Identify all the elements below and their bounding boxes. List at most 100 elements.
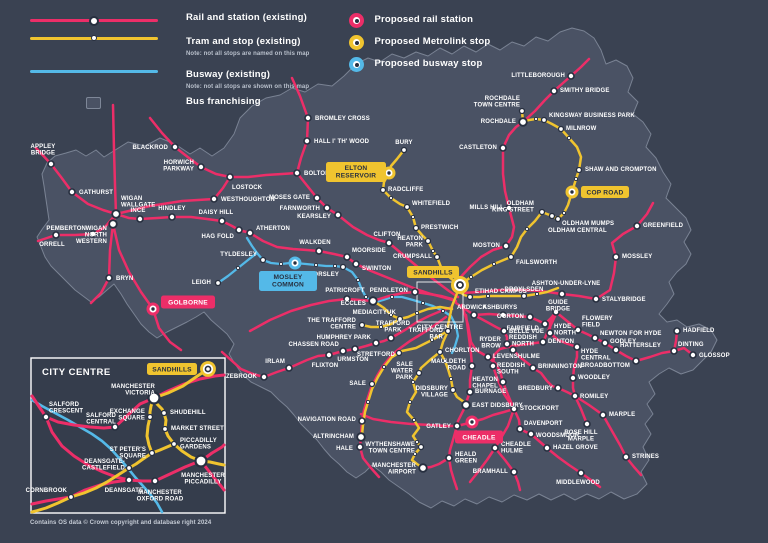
- station-label-eccles: ECCLES: [341, 301, 366, 307]
- line-wigan-bolton: [114, 171, 299, 216]
- station-label-hadfield: HADFIELD: [683, 328, 715, 334]
- station-label-rochdale: ROCHDALE: [481, 119, 516, 125]
- station-label-bramhall: BRAMHALL: [473, 469, 508, 475]
- station-label-prestwich: PRESTWICH: [421, 225, 458, 231]
- copyright-text: Contains OS data © Crown copyright and d…: [30, 519, 212, 526]
- station-stop: [389, 294, 395, 300]
- station-hyde-north: [546, 329, 554, 337]
- line-inset-rail-picc-se: [199, 459, 226, 492]
- badge-sandhills: SANDHILLS: [147, 363, 197, 375]
- station-hall-i-th-wood: [303, 137, 311, 145]
- station-sale-water-park: [415, 369, 423, 377]
- station-stop: [429, 337, 435, 343]
- line-denton: [491, 312, 558, 411]
- station-label-cornbrook: CORNBROOK: [26, 488, 68, 494]
- svg-text:COMMON: COMMON: [272, 281, 304, 288]
- station-stretford: [395, 349, 403, 357]
- station-label-lostock: LOSTOCK: [232, 185, 263, 191]
- station-cheadle: [465, 415, 479, 429]
- station-label-orrell: ORRELL: [39, 242, 65, 248]
- svg-text:SANDHILLS: SANDHILLS: [413, 269, 453, 276]
- station-wigan-north-western: [108, 219, 118, 229]
- station-chassen-road: [339, 347, 347, 355]
- line-altrincham-tram: [360, 329, 450, 437]
- station-dinting: [670, 347, 678, 355]
- svg-text:RESERVOIR: RESERVOIR: [336, 172, 377, 179]
- station-blackrod: [171, 143, 179, 151]
- station-sale: [368, 380, 376, 388]
- station-clifton: [385, 239, 393, 247]
- station-radcliffe: [379, 186, 387, 194]
- station-label-bolton: BOLTON: [304, 171, 330, 177]
- station-stop: [332, 263, 338, 269]
- proposed-rail-station-icon: [349, 13, 365, 28]
- station-label-bredbury: BREDBURY: [518, 386, 553, 392]
- rail-line-swatch: [30, 15, 158, 26]
- station-stop: [533, 116, 539, 122]
- station-label-etihad-campus: ETIHAD CAMPUS: [475, 289, 527, 295]
- station-oldham-central: [548, 212, 556, 220]
- station-stockport: [510, 405, 518, 413]
- legend-existing-column: Rail and station (existing) Tram and sto…: [30, 12, 309, 109]
- station-pendleton: [411, 288, 419, 296]
- station-label-swinton: SWINTON: [362, 266, 391, 272]
- station-ardwick: [470, 311, 478, 319]
- station-rochdale-town-centre: [518, 107, 526, 115]
- station-navigation-road: [358, 417, 366, 425]
- badge-cheadle: CHEADLE: [455, 430, 503, 444]
- station-stop: [235, 265, 241, 271]
- station-label-broadbottom: BROADBOTTOM: [580, 363, 630, 369]
- station-label-tyldesley: TYLDESLEY: [220, 252, 257, 258]
- station-label-bromley-cross: BROMLEY CROSS: [315, 116, 370, 122]
- station-label-navigation-road: NAVIGATION ROAD: [298, 417, 357, 423]
- station-label-shaw-and-crompton: SHAW AND CROMPTON: [585, 167, 657, 173]
- station-label-deansgate-castlefield: DEANSGATE-CASTLEFIELD: [82, 459, 125, 471]
- station-label-stretford: STRETFORD: [357, 352, 396, 358]
- legend-busway-row: Busway (existing) Note: not all stops ar…: [30, 64, 309, 90]
- legend-proposed-metrolink-label: Proposed Metrolink stop: [374, 36, 491, 48]
- station-levenshulme: [484, 353, 492, 361]
- station-hyde-central: [573, 343, 581, 351]
- station-label-bury: BURY: [395, 140, 412, 146]
- station-manchester-oxford-road: [151, 477, 159, 485]
- station-stop: [573, 176, 579, 182]
- station-moston: [502, 242, 510, 250]
- station-st-peter-s-square: [148, 449, 156, 457]
- station-glossop: [689, 351, 697, 359]
- station-stop: [407, 399, 413, 405]
- station-label-farnworth: FARNWORTH: [280, 206, 320, 212]
- station-label-newton-for-hyde: NEWTON FOR HYDE: [600, 331, 661, 337]
- station-label-pendleton: PENDLETON: [370, 288, 408, 294]
- station-manchester-victoria: [147, 391, 161, 405]
- station-label-oldham-central: OLDHAM CENTRAL: [548, 228, 607, 234]
- station-label-oldham-mumps: OLDHAM MUMPS: [562, 221, 614, 227]
- station-label-hattersley: HATTERSLEY: [620, 343, 661, 349]
- station-daisy-hill: [218, 217, 226, 225]
- station-label-humphrey-park: HUMPHREY PARK: [317, 335, 372, 341]
- station-label-kearsley: KEARSLEY: [297, 214, 331, 220]
- station-patricroft: [343, 295, 351, 303]
- station-swinton: [352, 260, 360, 268]
- station-stop: [365, 399, 371, 405]
- svg-text:GOLBORNE: GOLBORNE: [168, 299, 208, 306]
- station-label-moston: MOSTON: [473, 243, 500, 249]
- station-label-chassen-road: CHASSEN ROAD: [289, 342, 340, 348]
- station-label-littleborough: LITTLEBOROUGH: [511, 73, 565, 79]
- station-bury: [400, 146, 408, 154]
- station-mosley-common: [288, 256, 302, 270]
- station-broadbottom: [632, 357, 640, 365]
- station-kearsley: [334, 211, 342, 219]
- station-guide-bridge: [552, 308, 560, 316]
- station-label-shudehill: SHUDEHILL: [170, 410, 206, 416]
- station-middlewood: [577, 469, 585, 477]
